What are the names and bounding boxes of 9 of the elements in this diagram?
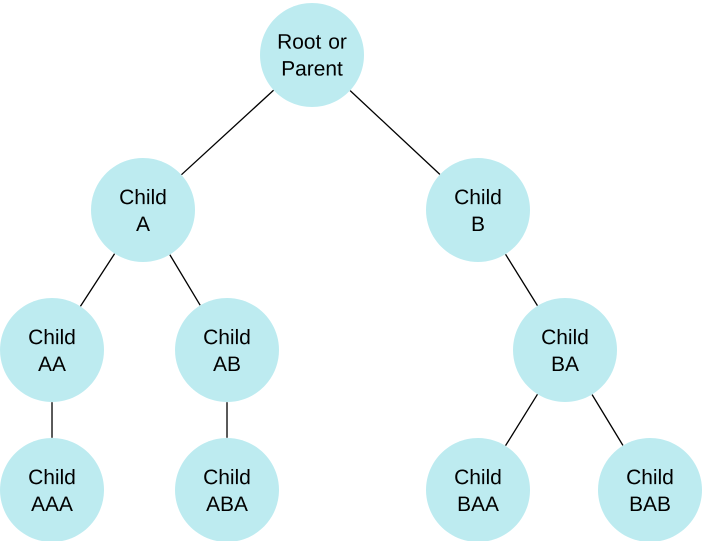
connector-line xyxy=(80,253,116,307)
connector-line xyxy=(51,402,53,438)
connector-line xyxy=(592,394,624,446)
connector-line xyxy=(505,394,538,446)
connector-line xyxy=(169,254,201,306)
connector-line xyxy=(181,90,274,176)
connector-line xyxy=(226,402,228,438)
connector-line xyxy=(505,254,538,306)
connector-line xyxy=(350,90,440,175)
